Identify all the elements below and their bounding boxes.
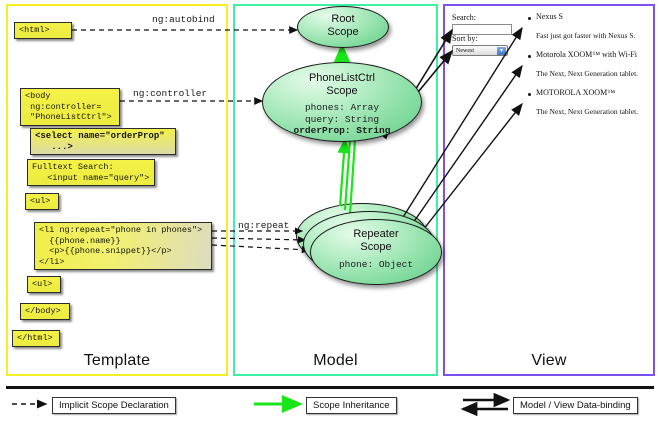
panel-view: View — [443, 4, 655, 376]
root-scope-title-1: Root — [331, 13, 355, 25]
legend-label-scope-inheritance: Scope Inheritance — [306, 397, 397, 414]
sort-by-selected-value: Newest — [456, 48, 474, 54]
code-box-html-close[interactable]: </html> — [12, 330, 60, 347]
view-sort-label: Sort by: — [452, 34, 478, 43]
ellipse-root-scope[interactable]: Root Scope — [297, 6, 389, 48]
phone-snippet: Fast just got faster with Nexus S. — [536, 31, 636, 40]
phonelist-scope-title-1: PhoneListCtrl — [308, 72, 376, 84]
code-box-li-repeat[interactable]: <li ng:repeat="phone in phones"> {{phone… — [34, 222, 212, 270]
list-bullet — [528, 17, 531, 20]
chevron-down-icon: ▾ — [497, 47, 506, 55]
ellipse-phonelistctrl-scope[interactable]: PhoneListCtrl Scope phones: Array query:… — [262, 62, 422, 142]
code-box-html-open[interactable]: <html> — [14, 22, 72, 39]
sort-by-select[interactable]: Newest ▾ — [452, 45, 508, 56]
repeater-scope-title-2: Scope — [360, 241, 392, 253]
phonelist-scope-prop-phones: phones: Array — [304, 102, 380, 113]
legend-label-implicit-scope-declaration: Implicit Scope Declaration — [52, 397, 176, 414]
ellipse-repeater-scope[interactable]: Repeater Scope phone: Object — [310, 219, 442, 285]
panel-template-label: Template — [83, 352, 151, 369]
phone-name[interactable]: Nexus S — [536, 12, 563, 21]
repeater-scope-title-1: Repeater — [353, 228, 399, 240]
code-box-body-close[interactable]: </body> — [20, 303, 70, 320]
phonelist-scope-title-2: Scope — [326, 85, 358, 97]
phone-snippet: The Next, Next Generation tablet. — [536, 107, 639, 116]
code-box-ul-open[interactable]: <ul> — [25, 193, 59, 210]
phone-name[interactable]: Motorola XOOM™ with Wi-Fi — [536, 50, 637, 59]
list-bullet — [528, 55, 531, 58]
panel-model: Model — [233, 4, 438, 376]
repeater-scope-prop-phone: phone: Object — [338, 259, 414, 270]
list-bullet — [528, 93, 531, 96]
code-box-ul-close[interactable]: <ul> — [27, 276, 61, 293]
code-box-body-open[interactable]: <body ng:controller= "PhoneListCtrl"> — [20, 88, 120, 126]
phone-name[interactable]: MOTOROLA XOOM™ — [536, 88, 616, 97]
view-search-label: Search: — [452, 13, 476, 22]
root-scope-title-2: Scope — [327, 26, 359, 38]
phone-snippet: The Next, Next Generation tablet. — [536, 69, 639, 78]
phonelist-scope-prop-query: query: String — [304, 113, 380, 125]
code-box-select[interactable]: <select name="orderProp" ...> — [30, 128, 176, 155]
panel-view-label: View — [531, 352, 567, 369]
legend-label-model-view-data-binding: Model / View Data-binding — [513, 397, 638, 414]
panel-model-label: Model — [313, 352, 358, 369]
legend-divider — [6, 386, 654, 389]
panel-template: Template — [6, 4, 228, 376]
legend-icon-model-view-data-binding — [460, 392, 511, 417]
phonelist-scope-prop-orderprop: orderProp: String — [293, 125, 391, 136]
code-box-fulltext[interactable]: Fulltext Search: <input name="query"> — [27, 159, 155, 186]
